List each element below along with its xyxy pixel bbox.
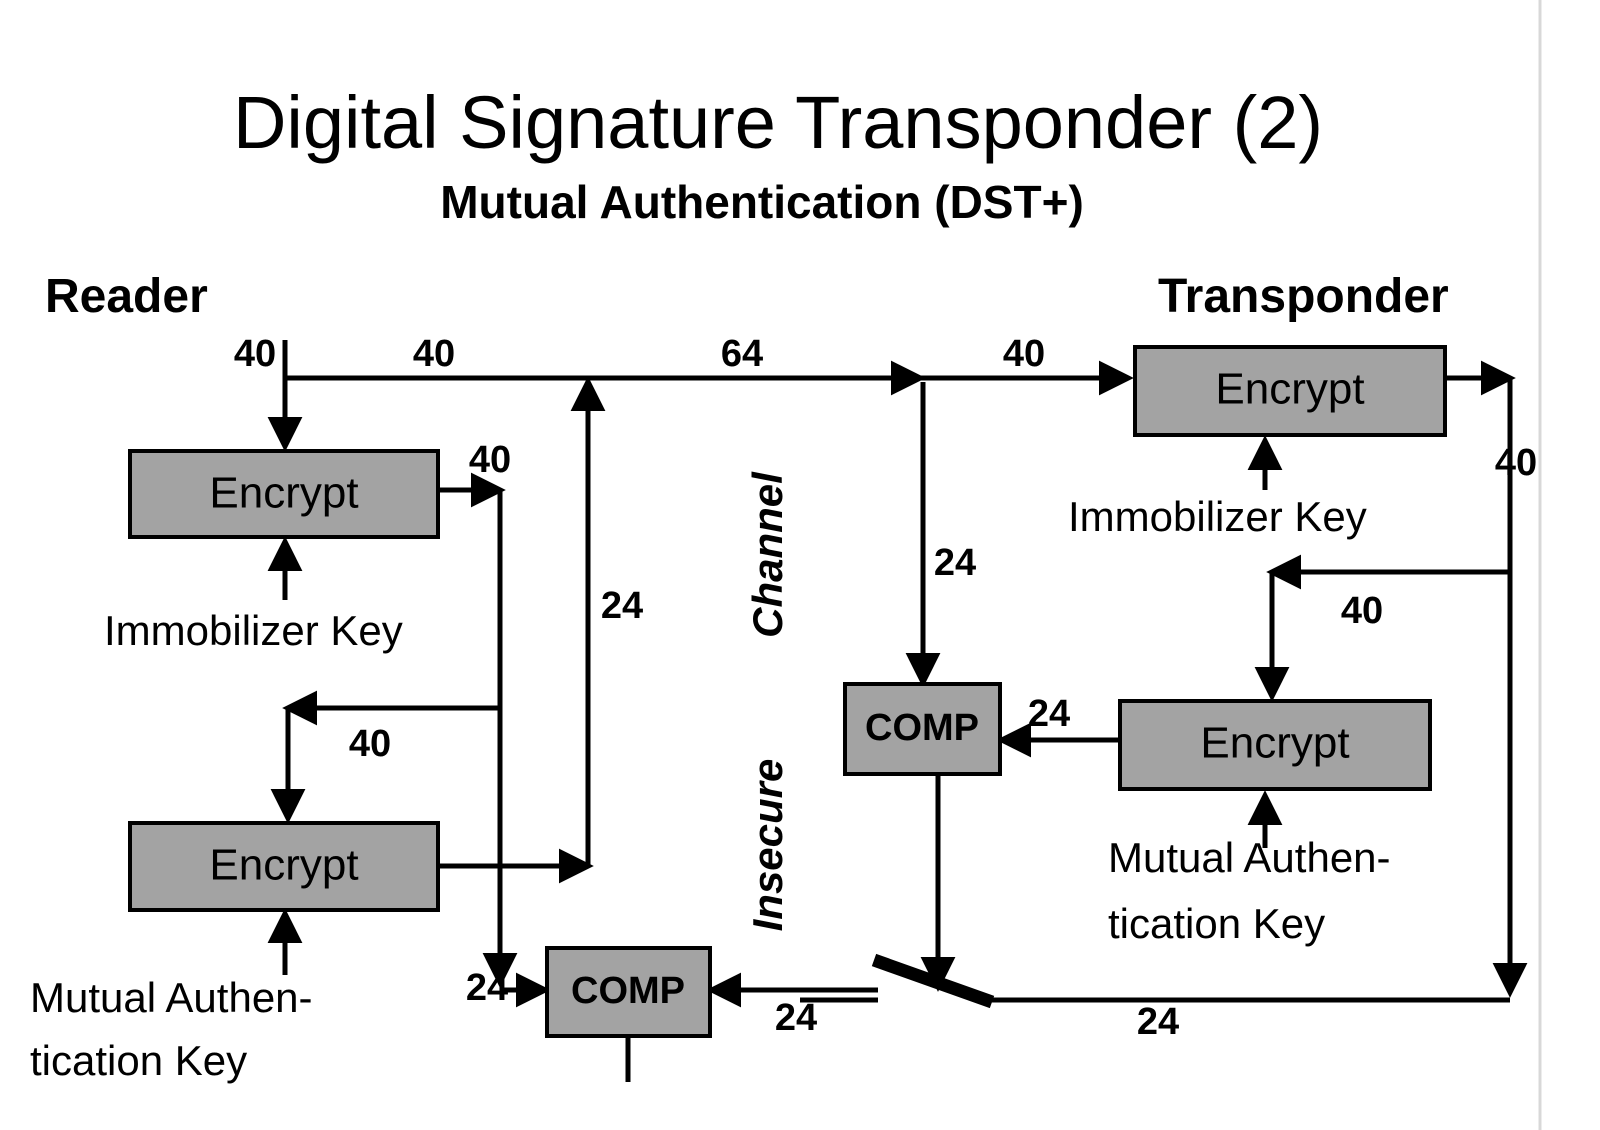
bit-label-channel-payload: 64 [721, 333, 763, 375]
party-label-transponder: Transponder [1158, 270, 1449, 323]
transponder-comp-rect [843, 682, 1002, 776]
channel-label-top: Channel [744, 471, 791, 638]
transponder-comp-block[interactable]: COMP [843, 682, 1002, 776]
page-title: Digital Signature Transponder (2) [233, 81, 1323, 164]
reader-encrypt-top-label: Encrypt [209, 469, 358, 518]
bit-label-transponder-comp-in: 24 [1028, 693, 1070, 735]
transponder-encrypt-top-rect [1133, 345, 1447, 437]
channel-label-bottom: Insecure [744, 759, 791, 932]
reader-comp-rect [545, 946, 712, 1038]
bit-label-reader-feedback-24: 24 [601, 585, 643, 627]
bit-label-challenge-to-transponder: 40 [1003, 333, 1045, 375]
transponder-mutual-key-label-line1: Mutual Authen- [1108, 834, 1391, 881]
reader-comp-block[interactable]: COMP [545, 946, 712, 1038]
bit-label-reader-comp-left: 24 [466, 967, 508, 1009]
bit-label-challenge-to-channel: 40 [413, 333, 455, 375]
bit-label-reader-enc1-to-enc2: 40 [349, 723, 391, 765]
bit-label-reader-comp-right: 24 [775, 997, 817, 1039]
transponder-encrypt-bottom-rect [1118, 699, 1432, 791]
transponder-encrypt-top-label: Encrypt [1215, 365, 1364, 414]
reader-comp-label: COMP [571, 970, 685, 1012]
reader-encrypt-bottom-block[interactable]: Encrypt [128, 821, 440, 912]
party-label-reader: Reader [45, 270, 208, 323]
reader-mutual-key-label-line1: Mutual Authen- [30, 974, 313, 1021]
reader-encrypt-bottom-rect [128, 821, 440, 912]
transponder-comp-label: COMP [865, 707, 979, 749]
transponder-encrypt-top-block[interactable]: Encrypt [1133, 345, 1447, 437]
bit-label-transponder-enc1-out: 40 [1495, 442, 1537, 484]
transponder-encrypt-bottom-label: Encrypt [1200, 719, 1349, 768]
transponder-immobilizer-key-label: Immobilizer Key [1068, 493, 1367, 540]
page-subtitle: Mutual Authentication (DST+) [440, 176, 1084, 228]
reader-encrypt-bottom-label: Encrypt [209, 841, 358, 890]
bit-label-reader-enc1-out: 40 [469, 439, 511, 481]
reader-encrypt-top-rect [128, 449, 440, 539]
transponder-mutual-key-label-line2: tication Key [1108, 900, 1325, 947]
reader-immobilizer-key-label: Immobilizer Key [104, 607, 403, 654]
reader-encrypt-top-block[interactable]: Encrypt [128, 449, 440, 539]
bit-label-challenge-source: 40 [234, 333, 276, 375]
switch-bar-icon[interactable] [871, 953, 995, 1009]
bit-label-transponder-bottom-24: 24 [1137, 1001, 1179, 1043]
bit-label-transponder-enc1-feedback: 40 [1341, 590, 1383, 632]
bit-label-transponder-24-drop: 24 [934, 542, 976, 584]
reader-mutual-key-label-line2: tication Key [30, 1037, 247, 1084]
transponder-encrypt-bottom-block[interactable]: Encrypt [1118, 699, 1432, 791]
